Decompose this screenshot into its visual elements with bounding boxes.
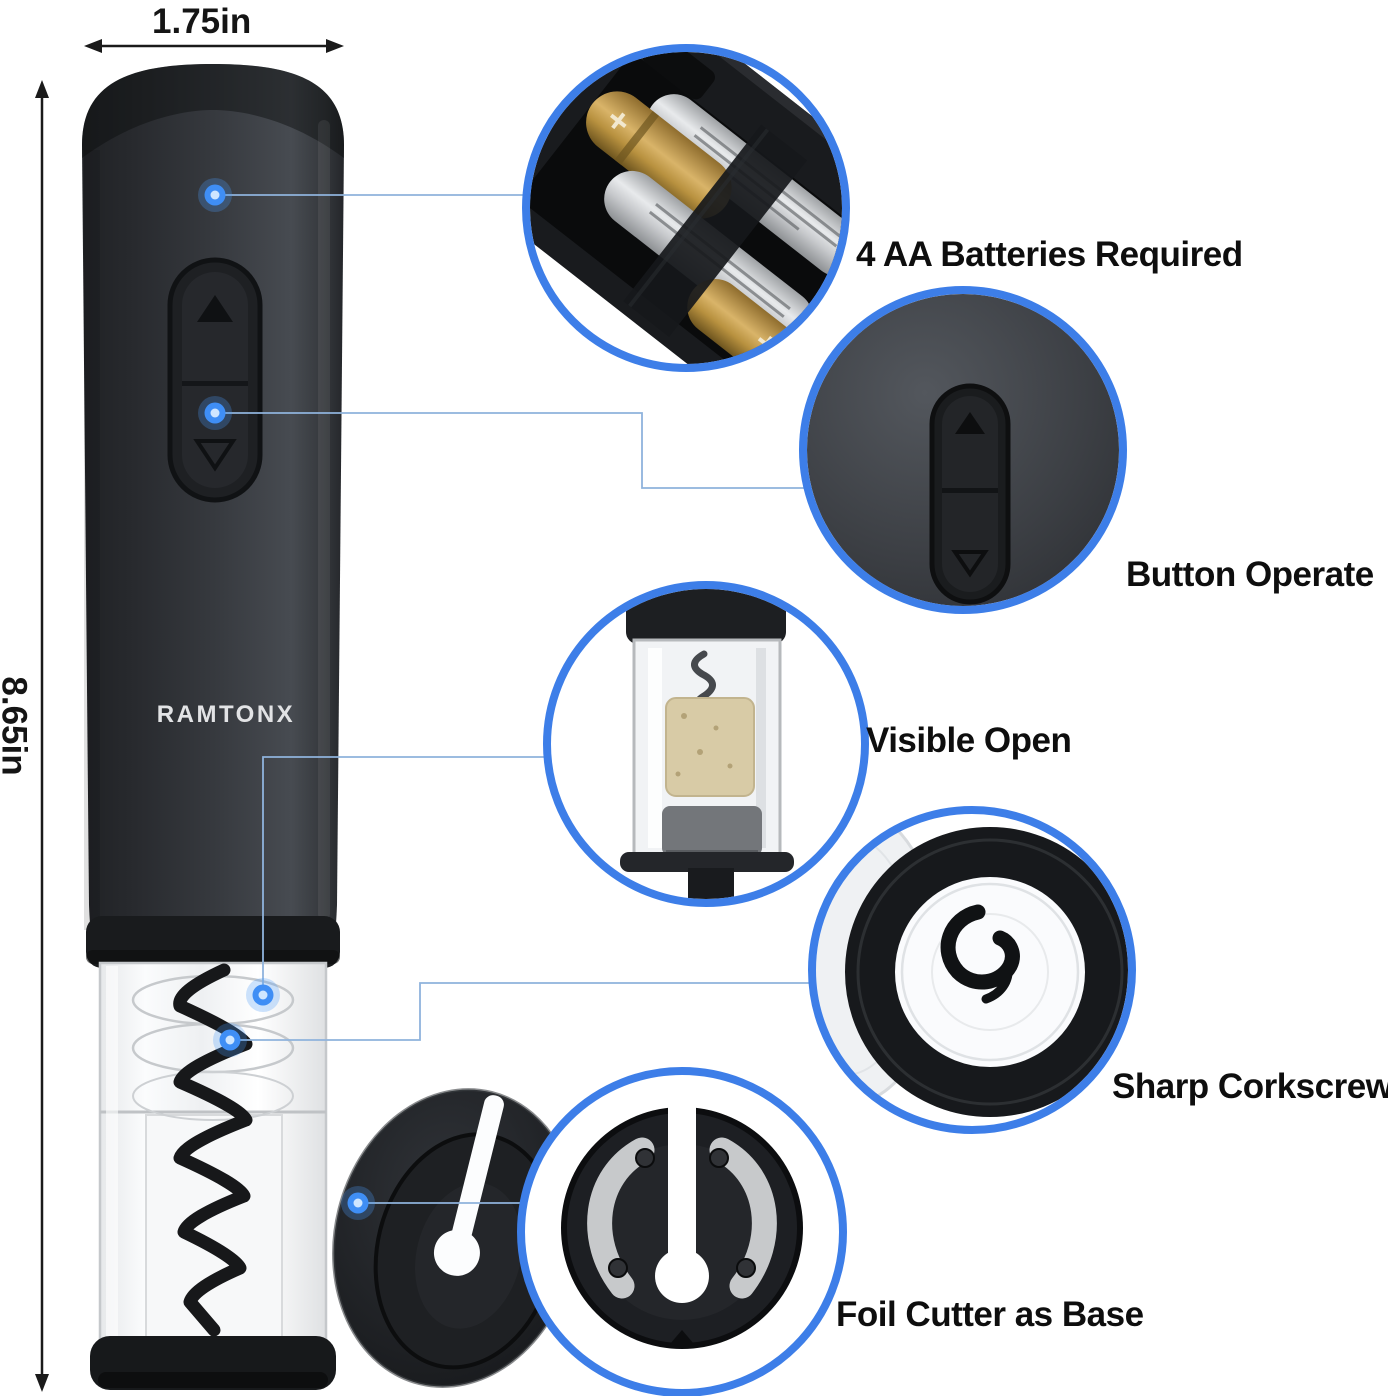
- callout-corkscrew: [808, 806, 1136, 1134]
- dot-battery: [198, 178, 232, 212]
- tube-highlight: [648, 648, 662, 848]
- foil-notch: [670, 1330, 694, 1344]
- foil-callout-label: Foil Cutter as Base: [836, 1295, 1144, 1334]
- device-down-arrow-icon: [193, 439, 237, 472]
- battery-callout-label: 4 AA Batteries Required: [856, 235, 1243, 274]
- foil-cutter-hole: [433, 1229, 480, 1276]
- torus-highlight: [856, 838, 1124, 1106]
- corkscrew-callout-label: Sharp Corkscrew: [1112, 1067, 1388, 1106]
- callout-foil-ring: [517, 1067, 847, 1396]
- corkscrew-hook-tip: [981, 961, 1013, 1004]
- callout-up-arrow-icon: [955, 412, 985, 434]
- button-callout-label: Button Operate: [1126, 555, 1374, 594]
- foil-slot: [668, 1104, 696, 1262]
- callout-down-arrow-icon: [951, 550, 989, 578]
- device-collar-shadow: [86, 950, 340, 964]
- dot-button: [198, 396, 232, 430]
- visible-cap: [626, 589, 786, 644]
- battery-gold-ring: [614, 110, 660, 165]
- visible-cork: [665, 697, 755, 797]
- device-body: [82, 64, 344, 962]
- height-dimension-label: 8.65in: [0, 676, 34, 776]
- button-pill-inner: [182, 272, 248, 488]
- callout-foil-content: [561, 1104, 803, 1349]
- chamber-inner-sleeve: [145, 1114, 283, 1344]
- device-left-shadow: [84, 150, 100, 930]
- indicator-dots: [198, 178, 375, 1220]
- callout-pill-divider: [942, 488, 998, 493]
- coil-ring: [132, 1071, 294, 1121]
- device-base: [90, 1336, 336, 1390]
- callout-visible-ring: [543, 581, 869, 907]
- callout-corkscrew-content: [816, 814, 1128, 1117]
- clear-chamber: [98, 961, 328, 1349]
- corkscrew-torus: [845, 827, 1128, 1117]
- leader-corkscrew: [230, 982, 812, 1041]
- inner-ring: [900, 882, 1080, 1062]
- wine-opener-device: [82, 64, 344, 1390]
- battery-latch: [642, 52, 715, 100]
- dot-visible: [246, 978, 280, 1012]
- brand-logo: RAMTONX: [156, 701, 296, 728]
- cork-speckle: [713, 725, 719, 731]
- cork-speckle: [681, 713, 687, 719]
- visible-stem: [688, 868, 734, 899]
- blade-screw: [608, 1258, 628, 1278]
- device-right-highlight: [318, 120, 330, 920]
- foil-hole: [655, 1249, 709, 1303]
- callout-pill-inner: [942, 396, 998, 592]
- callout-visible-content: [620, 589, 794, 899]
- callout-button-content: [807, 294, 1119, 606]
- callout-visible: [543, 581, 869, 907]
- visible-collar: [662, 806, 762, 856]
- cork-speckle: [697, 749, 703, 755]
- callout-corkscrew-ring: [808, 806, 1136, 1134]
- device-buttons: [167, 257, 263, 503]
- device-up-arrow-icon: [197, 295, 233, 322]
- cork-speckle: [727, 763, 733, 769]
- callout-button-ring: [799, 286, 1127, 614]
- leader-visible: [262, 756, 547, 995]
- foil-cutter-slot: [451, 1095, 504, 1244]
- width-dimension-label: 1.75in: [152, 2, 252, 41]
- base-bottom: [98, 1372, 328, 1388]
- blade-screw: [736, 1258, 756, 1278]
- corkscrew-hook: [940, 904, 1020, 990]
- dot-corkscrew: [213, 1023, 247, 1057]
- blade-screw: [709, 1148, 729, 1168]
- leader-lines: [215, 194, 812, 1204]
- callout-button: [799, 286, 1127, 614]
- inner-ring: [931, 913, 1049, 1031]
- callout-battery: [522, 44, 850, 372]
- dot-foil: [341, 1186, 375, 1220]
- callout-foil: [517, 1067, 847, 1396]
- width-arrow: [84, 39, 344, 53]
- visible-flange: [620, 852, 794, 872]
- dimension-arrows: [35, 39, 344, 1392]
- chamber-highlight: [106, 966, 118, 1344]
- cork-speckle: [675, 771, 681, 777]
- button-divider: [182, 381, 248, 386]
- visible-callout-label: Visible Open: [866, 721, 1072, 760]
- battery-strap-seam: [628, 128, 770, 308]
- battery-housing-edge: [637, 52, 842, 218]
- device-top-shade: [82, 64, 344, 158]
- tube-shade: [756, 648, 766, 848]
- callout-battery-ring: [522, 44, 850, 372]
- battery-plus-mark: [611, 112, 626, 130]
- height-arrow: [35, 80, 49, 1392]
- leader-button: [215, 412, 807, 489]
- battery-strap: [623, 124, 807, 337]
- blade-screw: [635, 1148, 655, 1168]
